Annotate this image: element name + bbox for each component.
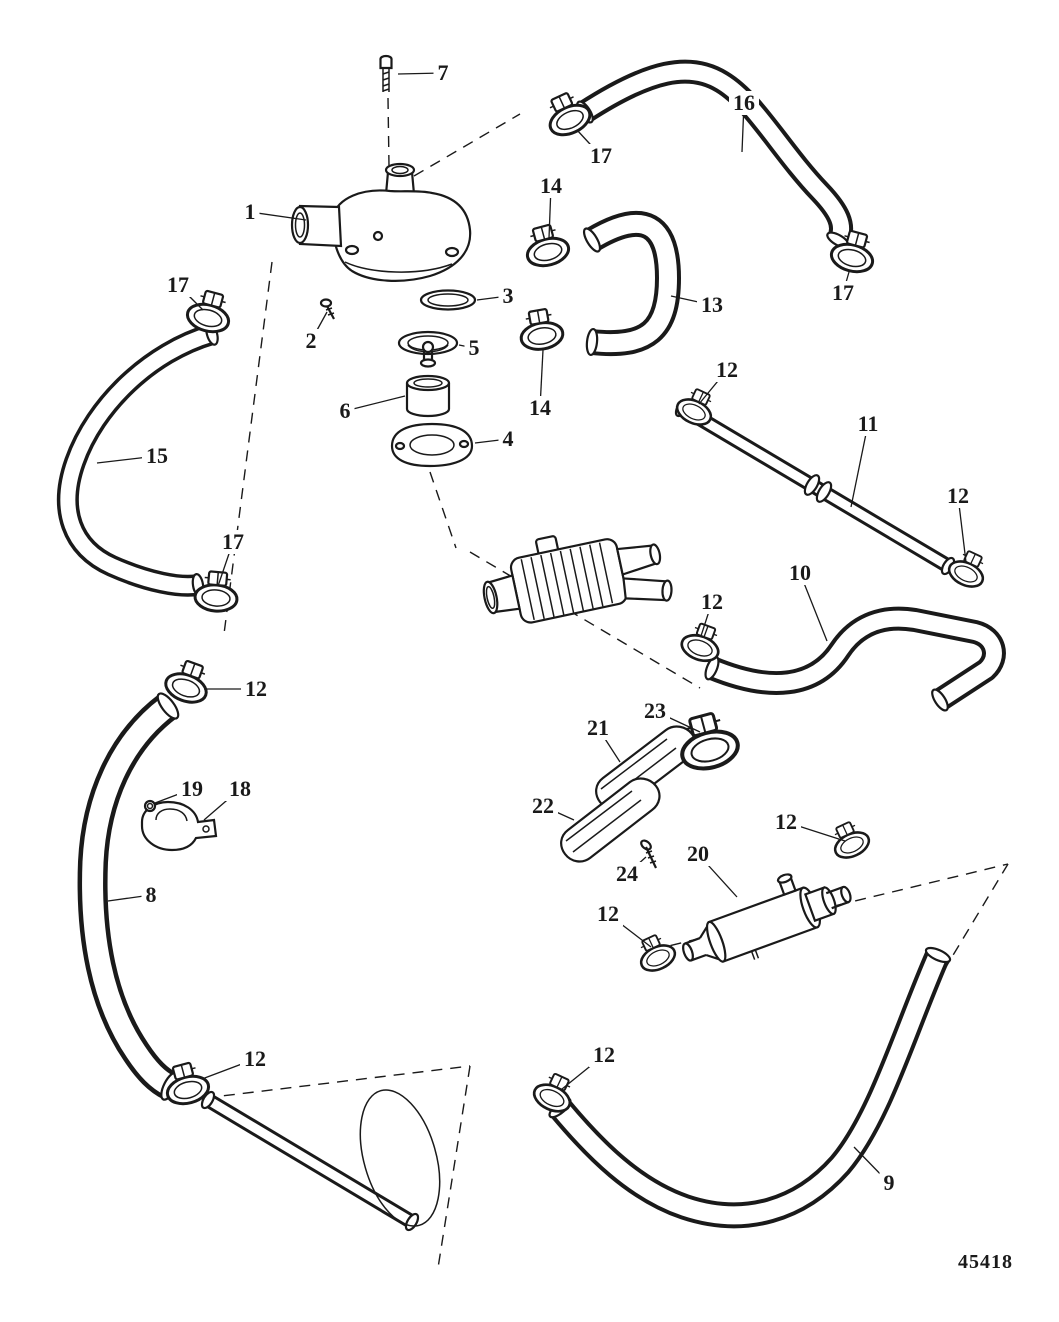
callout-18: 18	[225, 777, 255, 801]
callout-16: 16	[729, 91, 759, 115]
callout-17: 17	[163, 273, 193, 297]
callout-9: 9	[879, 1171, 899, 1195]
thermostat-housing	[290, 162, 472, 282]
callout-17: 17	[586, 144, 616, 168]
leader-line-11	[850, 423, 869, 508]
callout-11: 11	[853, 412, 883, 436]
clamp-14-a	[519, 219, 574, 272]
clamp-14-b	[515, 305, 567, 354]
callout-12: 12	[589, 1043, 619, 1067]
callout-21: 21	[583, 716, 613, 740]
callout-12: 12	[771, 810, 801, 834]
callout-14: 14	[536, 174, 566, 198]
callout-23: 23	[640, 699, 670, 723]
gasket-4	[390, 422, 474, 468]
callout-4: 4	[498, 427, 518, 451]
callout-17: 17	[828, 281, 858, 305]
leader-line-6	[344, 395, 406, 412]
callout-20: 20	[683, 842, 713, 866]
clamp-12-f	[825, 816, 875, 864]
callout-7: 7	[433, 61, 453, 85]
callout-12: 12	[697, 590, 727, 614]
callout-24: 24	[612, 862, 642, 886]
opening-outline	[359, 1089, 441, 1227]
gasket-3	[419, 289, 477, 311]
sleeve-6	[405, 374, 451, 418]
callout-12: 12	[240, 1047, 270, 1071]
mounting-bracket-18	[140, 800, 218, 852]
callout-14: 14	[525, 396, 555, 420]
water-pipe-11	[674, 398, 956, 576]
thermostat-5	[397, 330, 459, 368]
callout-12: 12	[712, 358, 742, 382]
split-sleeve-22	[560, 777, 661, 863]
bolt-7	[379, 54, 393, 92]
callout-19: 19	[177, 777, 207, 801]
screw-2	[319, 298, 335, 320]
callout-13: 13	[697, 293, 727, 317]
callout-17: 17	[218, 530, 248, 554]
hose-10	[704, 606, 1006, 712]
callout-2: 2	[301, 329, 321, 353]
water-tube-lower-left	[200, 1090, 420, 1232]
clamp-12-b	[943, 545, 993, 593]
hose-13	[582, 210, 681, 357]
callout-22: 22	[528, 794, 558, 818]
clamp-12-g	[631, 929, 681, 977]
callout-8: 8	[141, 883, 161, 907]
clamp-17-a	[538, 86, 597, 143]
callout-12: 12	[593, 902, 623, 926]
callout-3: 3	[498, 284, 518, 308]
water-distribution-housing	[482, 535, 673, 624]
cooler-assembly-20	[682, 873, 852, 963]
diagram-number: 45418	[958, 1251, 1013, 1273]
nut-19	[143, 799, 157, 813]
callout-1: 1	[240, 200, 260, 224]
callout-6: 6	[335, 399, 355, 423]
callout-5: 5	[464, 336, 484, 360]
callout-10: 10	[785, 561, 815, 585]
callout-15: 15	[142, 444, 172, 468]
callout-12: 12	[241, 677, 271, 701]
callout-12: 12	[943, 484, 973, 508]
bolt-24	[640, 839, 657, 869]
